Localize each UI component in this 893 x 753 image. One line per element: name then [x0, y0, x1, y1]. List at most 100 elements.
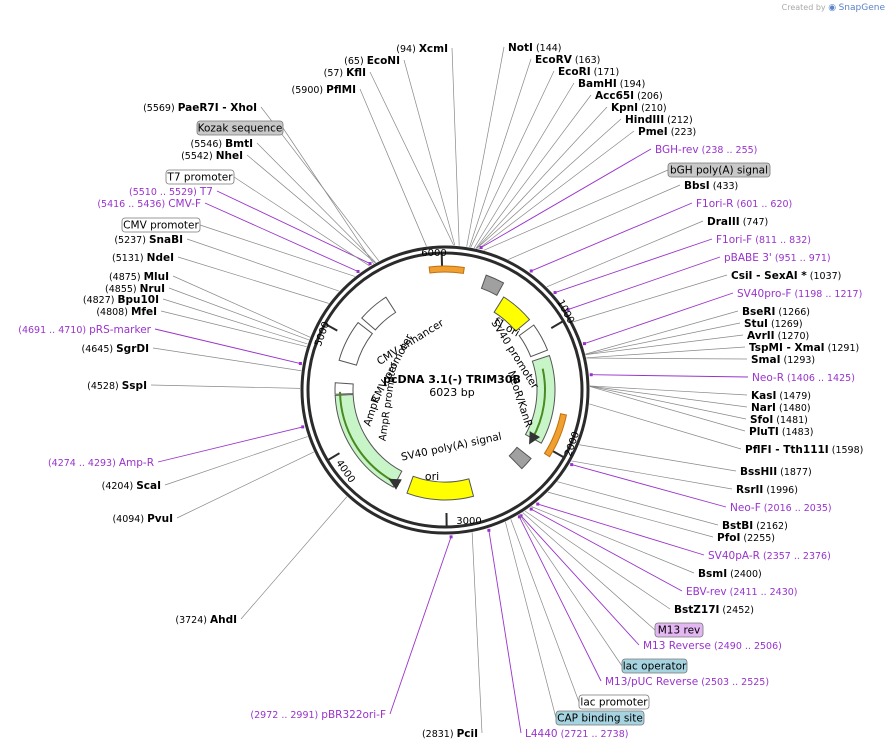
insert-arc-right	[543, 413, 568, 458]
enzyme-leader-line	[557, 481, 719, 526]
created-by-text: Created by	[781, 3, 826, 12]
primer-label-l4440: L4440 (2721 .. 2738)	[525, 728, 628, 740]
enzyme-position: (5131)	[112, 253, 147, 264]
enzyme-name: ScaI	[136, 480, 161, 492]
feature-box-bgh-poly-a-signal: bGH poly(A) signal	[667, 162, 771, 178]
primer-name: Neo-R	[752, 372, 784, 384]
primer-range: (4691 .. 4710)	[18, 325, 89, 336]
feature-box-bg	[165, 169, 235, 185]
enzyme-label-pmei: PmeI (223)	[638, 126, 696, 138]
primer-labels: BGH-rev (238 .. 255)F1ori-R (601 .. 620)…	[18, 144, 862, 740]
primer-range: (1198 .. 1217)	[791, 289, 862, 300]
enzyme-position: (5569)	[143, 103, 178, 114]
primer-leader-line	[584, 292, 734, 345]
enzyme-name: StuI	[744, 318, 768, 330]
primer-range: (1406 .. 1425)	[784, 373, 855, 384]
primer-range: (811 .. 832)	[752, 235, 811, 246]
enzyme-leader-line	[589, 385, 748, 396]
tick-mark	[550, 320, 564, 329]
primer-leader-line	[571, 464, 727, 508]
tick-label: 5000	[313, 320, 332, 348]
tick-mark	[324, 323, 338, 332]
feature-leader-line	[483, 169, 669, 251]
primer-label-t7: (5510 .. 5529) T7	[129, 186, 213, 198]
enzyme-name: EcoNI	[367, 55, 400, 67]
enzyme-label-ecori: EcoRI (171)	[558, 66, 619, 78]
feature-box-t7-promoter: T7 promoter	[165, 169, 235, 185]
enzyme-name: SnaBI	[149, 234, 183, 246]
enzyme-position: (144)	[533, 43, 562, 54]
enzyme-leader-line	[177, 256, 329, 304]
enzyme-leader-line	[571, 460, 733, 490]
enzyme-name: EcoRI	[558, 66, 591, 78]
primer-leader-line	[488, 530, 522, 734]
primer-marker	[368, 262, 372, 266]
primer-label-amp-r: (4274 .. 4293) Amp-R	[48, 457, 154, 469]
enzyme-label-pvui: (4094) PvuI	[112, 513, 173, 525]
feature-box-bg	[667, 162, 771, 178]
primer-marker	[301, 425, 305, 429]
enzyme-name: BmtI	[225, 138, 253, 150]
primer-name: pBR322ori-F	[321, 709, 386, 721]
feature-box-bg	[196, 120, 284, 136]
primer-range: (2972 .. 2991)	[250, 710, 321, 721]
enzyme-name: BseRI	[742, 306, 775, 318]
ampr-direction-line	[339, 391, 402, 490]
feature-arrows	[334, 265, 568, 501]
enzyme-label-pflmi: (5900) PflMI	[292, 84, 356, 96]
enzyme-name: SspI	[122, 380, 147, 392]
enzyme-leader-line	[369, 71, 454, 246]
primer-name: SV40pro-F	[737, 288, 791, 300]
enzyme-position: (4094)	[112, 514, 147, 525]
enzyme-leader-line	[164, 436, 308, 486]
primer-marker	[487, 528, 491, 532]
enzyme-label-bamhi: BamHI (194)	[578, 78, 645, 90]
enzyme-name: SgrDI	[116, 343, 149, 355]
enzyme-position: (2452)	[719, 605, 754, 616]
enzyme-name: TspMI	[749, 342, 783, 354]
f1-ori-arrow	[493, 296, 531, 332]
primer-marker	[536, 502, 540, 506]
enzyme-name: AhdI	[210, 614, 237, 626]
enzyme-extra: - SexAI *	[752, 270, 807, 282]
primer-leader-line	[480, 148, 652, 248]
enzyme-position: (194)	[617, 79, 646, 90]
enzyme-position: (1481)	[773, 415, 808, 426]
enzyme-leader-line	[176, 451, 315, 519]
inner-label-sv40-poly-a-signal: SV40 poly(A) signal	[400, 431, 503, 464]
enzyme-position: (1270)	[775, 331, 810, 342]
enzyme-label-ndei: (5131) NdeI	[112, 252, 174, 264]
neor-direction-line	[529, 368, 546, 445]
feature-box-m13-rev: M13 rev	[654, 622, 704, 638]
ampr-arrow	[334, 394, 403, 488]
enzyme-position: (5542)	[181, 151, 216, 162]
primer-label-m13-puc-reverse: M13/pUC Reverse (2503 .. 2525)	[605, 676, 769, 688]
feature-leader-line	[505, 521, 557, 719]
enzyme-position: (1480)	[776, 403, 811, 414]
enzyme-position: (4808)	[96, 307, 131, 318]
enzyme-name: NarI	[751, 402, 776, 414]
enzyme-name: AvrII	[747, 330, 775, 342]
primer-marker	[570, 463, 574, 467]
enzyme-label-nari: NarI (1480)	[751, 402, 811, 414]
enzyme-name: BamHI	[578, 78, 617, 90]
enzyme-label-pfoi: PfoI (2255)	[717, 532, 775, 544]
primer-label-f1ori-r: F1ori-R (601 .. 620)	[696, 198, 792, 210]
primer-name: pBABE 3'	[724, 252, 772, 264]
enzyme-label-sgrdi: (4645) SgrDI	[82, 343, 150, 355]
tick-mark	[551, 449, 565, 459]
primer-label-sv40pa-r: SV40pA-R (2357 .. 2376)	[708, 550, 831, 562]
enzyme-leader-line	[246, 154, 376, 264]
enzyme-name: PciI	[457, 728, 478, 740]
primer-range: (5510 .. 5529)	[129, 187, 200, 198]
primer-marker	[479, 246, 483, 250]
inner-label-ori: ori	[425, 470, 439, 483]
enzyme-name: XcmI	[419, 43, 448, 55]
enzyme-name: HindIII	[625, 114, 664, 126]
enzyme-label-snabi: (5237) SnaBI	[114, 234, 183, 246]
enzyme-position: (3724)	[175, 615, 210, 626]
feature-box-bg	[621, 658, 688, 674]
enzyme-name: NheI	[216, 150, 243, 162]
primer-name: EBV-rev	[686, 586, 727, 598]
primer-name: pRS-marker	[89, 324, 152, 336]
